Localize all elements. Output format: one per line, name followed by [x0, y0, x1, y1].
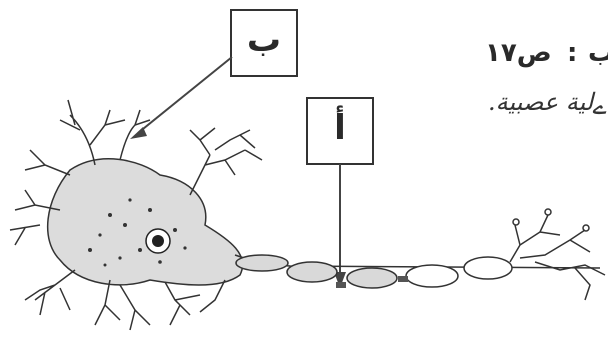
axon-terminals — [509, 208, 606, 301]
myelin-sheath — [286, 261, 338, 283]
header-fragment: ب — [588, 38, 608, 68]
myelin-sheath — [346, 267, 398, 289]
label-a: أ — [334, 108, 346, 148]
label-box-b — [230, 9, 298, 77]
nucleolus — [152, 235, 164, 247]
myelin-sheath — [235, 254, 289, 272]
node-of-ranvier — [336, 282, 346, 288]
caption-text: لية عصبية. — [488, 88, 594, 116]
caption-fragment: ے — [592, 92, 607, 120]
node-of-ranvier — [398, 276, 408, 282]
page-reference: ص١٧ — [485, 38, 552, 68]
axon — [234, 254, 601, 289]
label-box-a — [306, 97, 374, 165]
myelin-sheath — [463, 256, 513, 280]
myelin-sheath — [405, 264, 459, 288]
arrow-a-head — [334, 272, 346, 288]
cell-body — [47, 158, 244, 286]
label-b: ب — [246, 20, 282, 60]
arrow-b — [137, 56, 233, 134]
header-colon: : — [567, 38, 578, 68]
dendrites — [9, 99, 263, 331]
arrow-b-head — [130, 127, 147, 139]
